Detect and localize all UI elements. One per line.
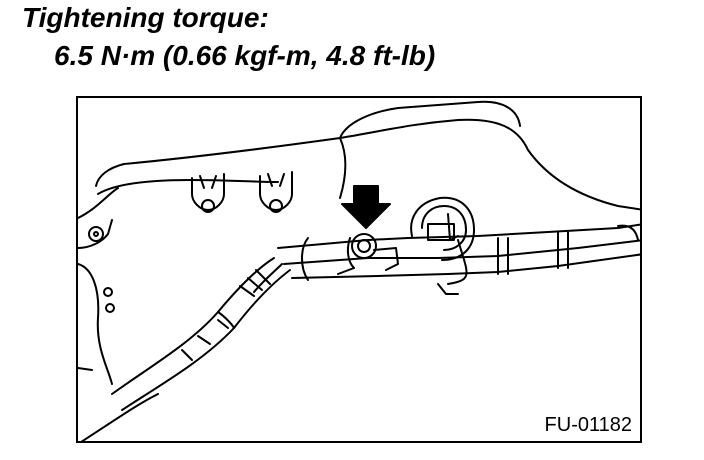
bracket-assembly (410, 196, 475, 261)
bracket-clip-2 (259, 171, 293, 213)
torque-value: 6.5 N·m (0.66 kgf-m, 4.8 ft-lb) (54, 40, 436, 71)
mount-bolt (337, 233, 399, 275)
body-panel (78, 100, 640, 219)
arrow-indicator (341, 185, 391, 229)
fuel-line-illustration (78, 100, 640, 441)
left-member (78, 219, 115, 385)
fuel-hose (80, 257, 291, 441)
spec-title: Tightening torque: (22, 2, 269, 33)
figure-frame: FU-01182 (76, 96, 642, 443)
bracket-clip-1 (191, 173, 225, 213)
figure-code: FU-01182 (542, 414, 634, 437)
fuel-pipes (277, 223, 640, 295)
